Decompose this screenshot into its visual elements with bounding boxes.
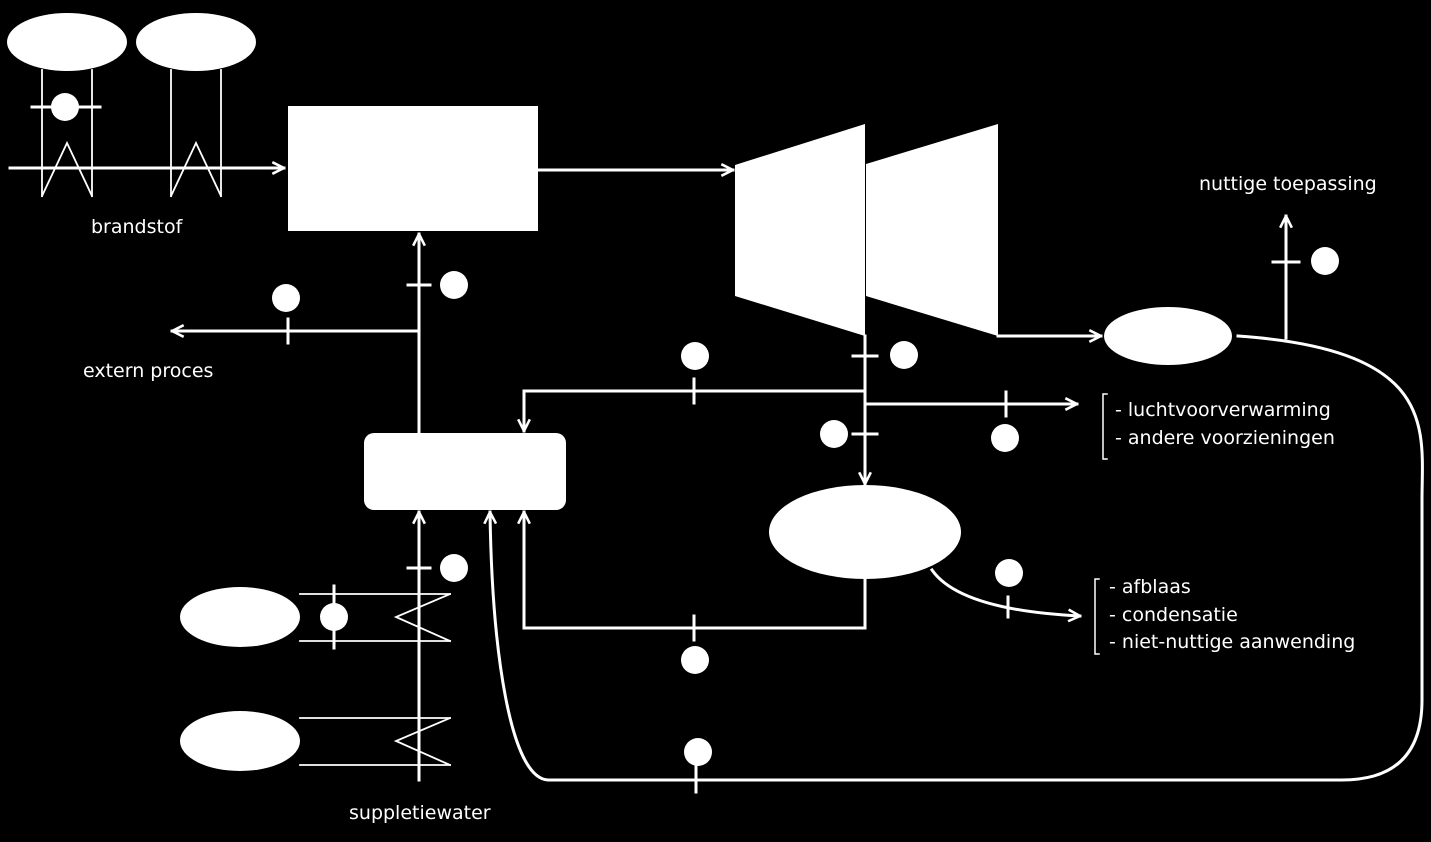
- auxiliary-meter: [991, 424, 1019, 452]
- external-process-label: extern proces: [83, 360, 214, 382]
- fuel-tank-1: [7, 13, 127, 71]
- extraction-to-tank-meter: [681, 342, 709, 370]
- makeup-water-meter: [440, 554, 468, 582]
- loss-list-item: - niet-nuttige aanwending: [1109, 631, 1356, 653]
- fuel-tank-2: [136, 13, 256, 71]
- feedwater-tank: [364, 433, 566, 510]
- fuel-meter: [51, 93, 79, 121]
- loss-list-bracket: [1094, 578, 1100, 655]
- fuel-label: brandstof: [91, 216, 183, 238]
- auxiliary-list-item: - luchtvoorverwarming: [1115, 399, 1331, 421]
- loss-line: [929, 567, 1082, 616]
- auxiliary-list-item: - andere voorzieningen: [1115, 427, 1335, 449]
- heat-consumer: [1104, 307, 1232, 365]
- useful-application-label: nuttige toepassing: [1199, 173, 1377, 195]
- makeup-water-tank-meter: [320, 603, 348, 631]
- turbine-hp-stage: [735, 124, 865, 336]
- feedwater-meter: [440, 271, 468, 299]
- condensate-return-meter: [684, 738, 712, 766]
- loss-list-item: - condensatie: [1109, 604, 1238, 626]
- turbine-lp-stage: [866, 124, 998, 336]
- flash-tank-inlet-meter: [820, 420, 848, 448]
- auxiliary-list-bracket: [1102, 393, 1108, 460]
- useful-application-meter: [1311, 247, 1339, 275]
- makeup-water-tank-1: [180, 587, 300, 647]
- flash-tank: [769, 485, 961, 579]
- loss-meter: [995, 559, 1023, 587]
- external-process-meter: [272, 284, 300, 312]
- makeup-water-label: suppletiewater: [349, 802, 491, 824]
- condensate-return-line: [490, 334, 1424, 782]
- loss-list-item: - afblaas: [1109, 576, 1191, 598]
- extraction-to-tank-line: [524, 389, 867, 433]
- makeup-water-tank-2: [180, 711, 300, 771]
- boiler: [288, 106, 538, 231]
- extraction-meter: [890, 341, 918, 369]
- flash-tank-return-meter: [681, 646, 709, 674]
